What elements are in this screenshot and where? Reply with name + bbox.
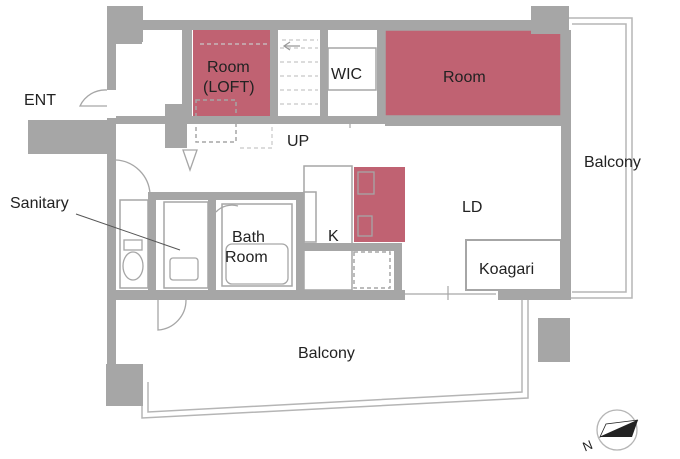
compass-north-label: N — [580, 437, 594, 454]
stairs — [200, 39, 318, 149]
label-ld: LD — [462, 199, 482, 216]
sanitary-leader — [75, 213, 181, 251]
label-koagari: Koagari — [479, 261, 534, 278]
walls — [28, 6, 571, 406]
room-labels: ENT Sanitary Room (LOFT) WIC Room UP Bal… — [10, 59, 641, 362]
windows — [349, 60, 567, 300]
kitchen-counter-highlight — [354, 167, 405, 242]
room-highlight — [385, 30, 561, 116]
label-room-loft-1: Room — [207, 59, 250, 76]
label-balcony-right: Balcony — [584, 154, 641, 171]
label-room: Room — [443, 69, 486, 86]
stove — [357, 171, 375, 195]
compass-icon: N — [580, 409, 639, 454]
label-bath-1: Bath — [232, 229, 265, 246]
label-up: UP — [287, 133, 309, 150]
label-ent: ENT — [24, 92, 56, 109]
balcony-right-outline — [568, 17, 633, 299]
label-bath-2: Room — [225, 249, 268, 266]
fixtures — [122, 171, 375, 285]
label-wic: WIC — [331, 66, 362, 83]
bathtub — [225, 243, 289, 285]
toilet — [122, 251, 144, 281]
label-sanitary: Sanitary — [10, 195, 69, 212]
label-room-loft-2: (LOFT) — [203, 79, 255, 96]
label-kitchen: K — [328, 228, 339, 245]
inner-lines — [119, 29, 562, 291]
sink — [169, 257, 199, 281]
doors — [78, 89, 496, 331]
stair-arrow — [282, 41, 300, 51]
label-balcony-bottom: Balcony — [298, 345, 355, 362]
